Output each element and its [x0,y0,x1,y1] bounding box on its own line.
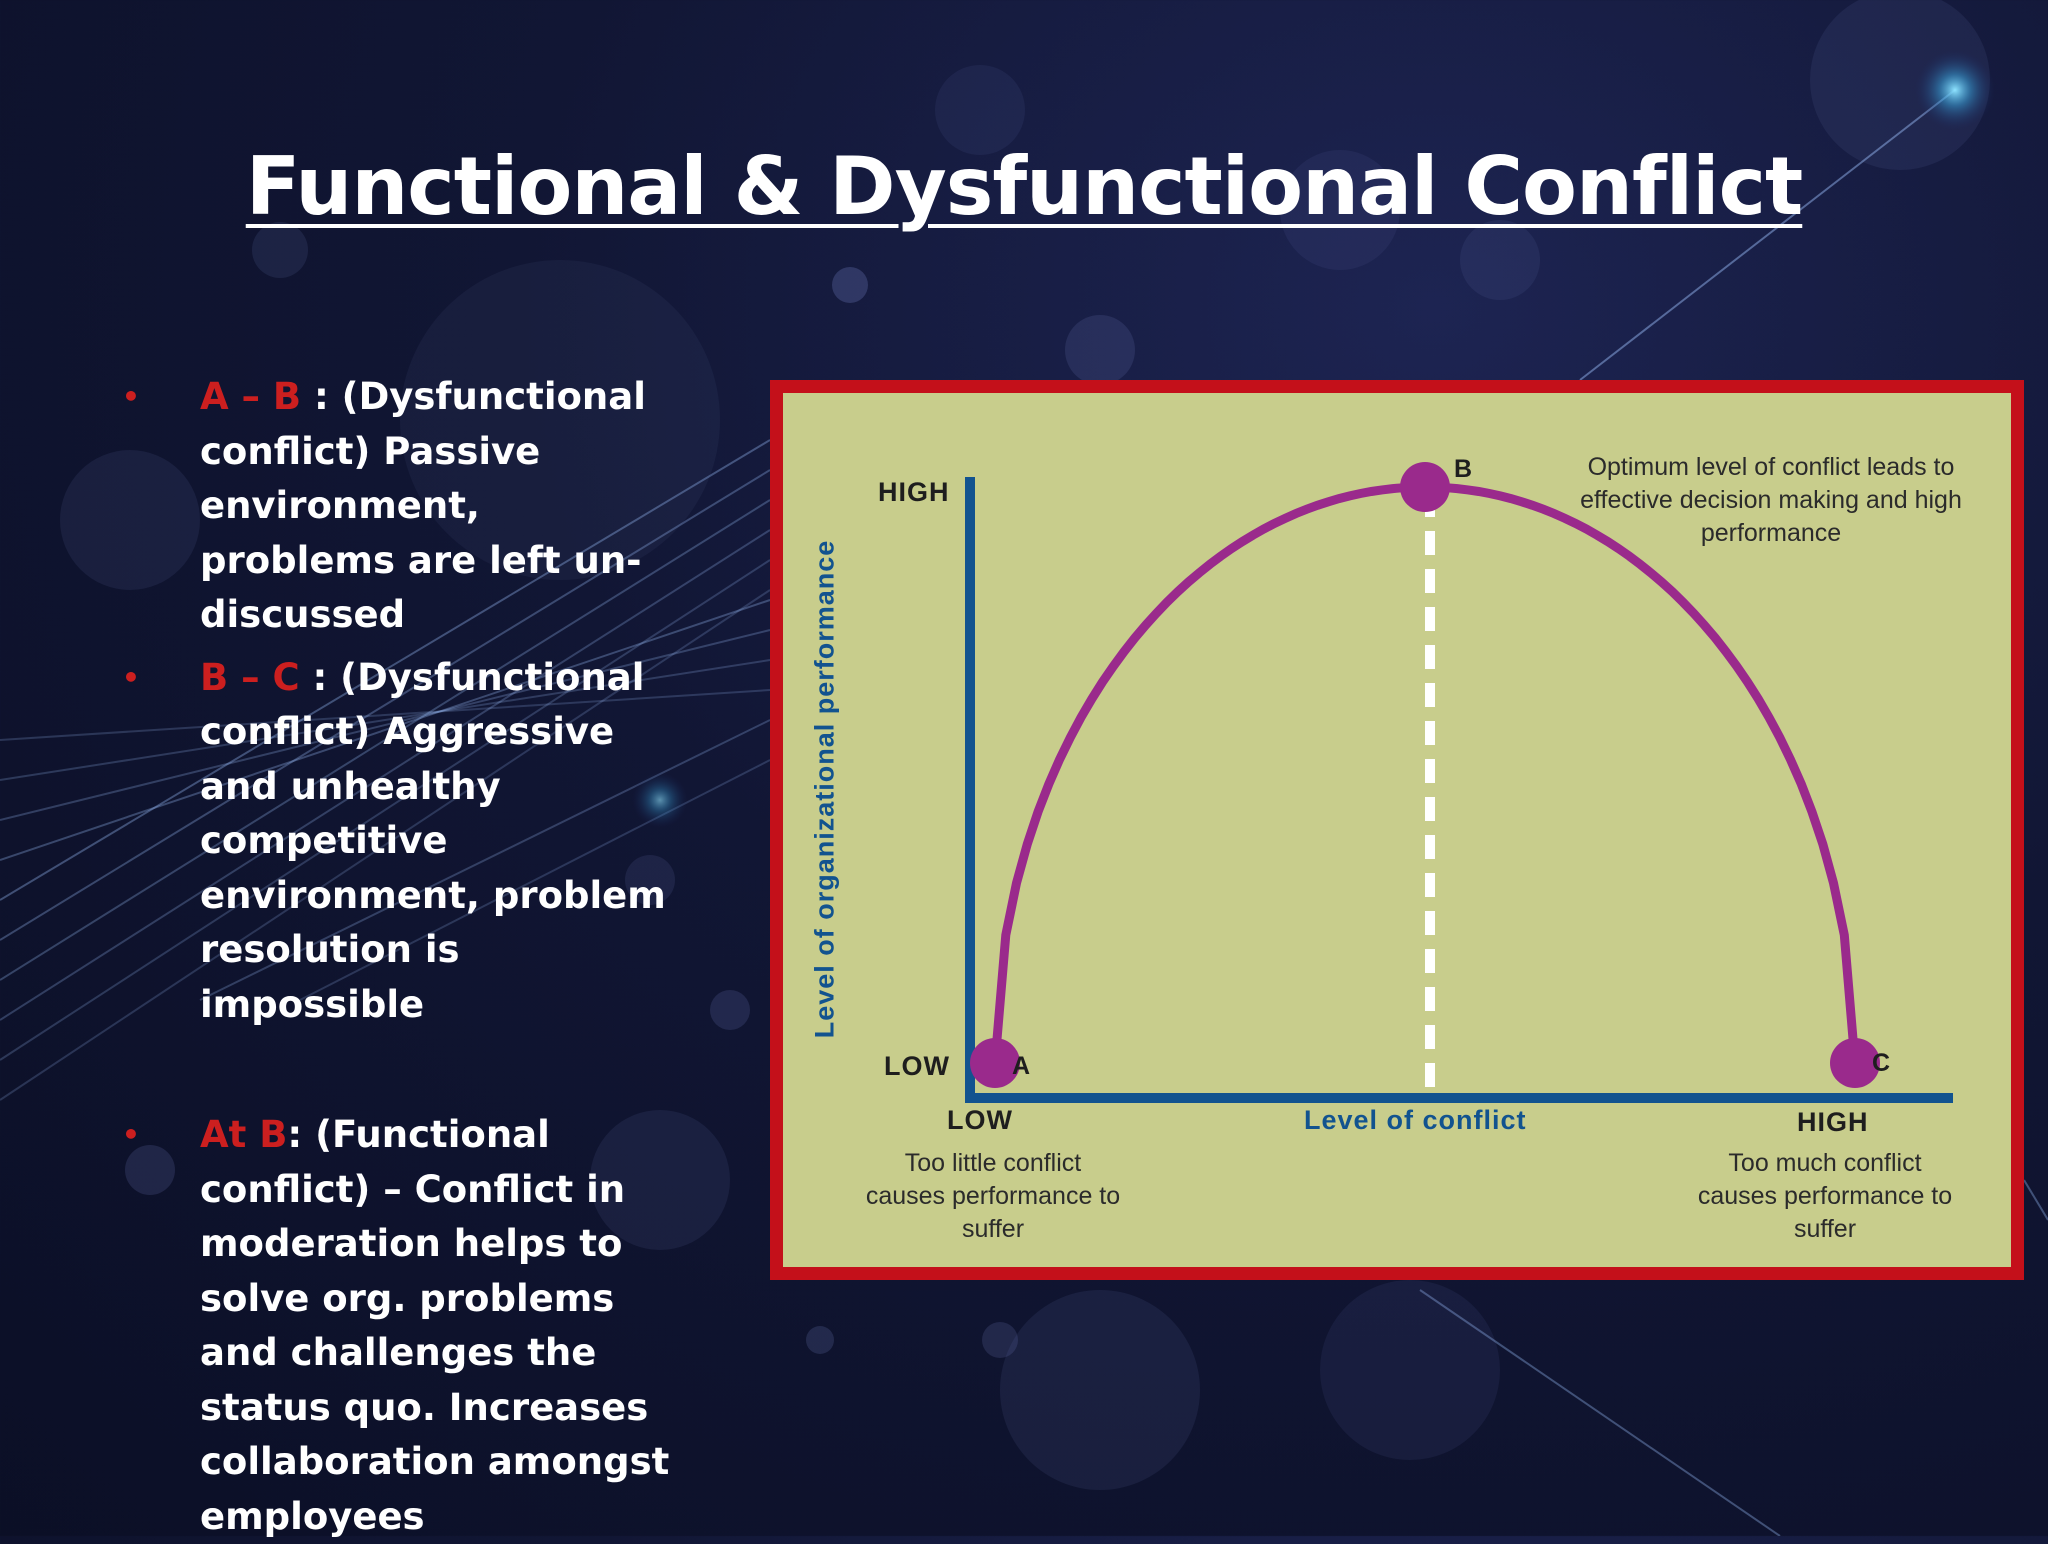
bullet-item: • A – B : (Dysfunctional conflict) Passi… [120,370,680,643]
conflict-performance-diagram: HIGH LOW Level of organizational perform… [770,380,2024,1280]
bullet-key: A – B [200,375,302,418]
y-low-label: LOW [884,1051,950,1081]
glow-spot-left [632,772,688,828]
bullet-item: • At B: (Functional conflict) – Conflict… [120,1108,680,1544]
bullet-item: • B – C : (Dysfunctional conflict) Aggre… [120,651,680,1033]
bullet-text: : (Dysfunctional conflict) Aggressive an… [200,655,666,1026]
light-streaks [0,89,2048,1536]
slide-title: Functional & Dysfunctional Conflict [245,140,1804,233]
optimum-note: Optimum level of conflict leads to effec… [1580,453,1962,547]
point-b-label: B [1454,455,1473,483]
diagram-canvas [965,462,1953,1103]
point-a-marker [970,1038,1020,1088]
point-c-label: C [1872,1049,1891,1077]
bokeh-circles [60,0,1990,1490]
x-low-label: LOW [947,1105,1013,1135]
y-axis-title: Level of organizational performance [809,539,840,1039]
y-high-label: HIGH [878,477,950,507]
x-axis-title: Level of conflict [1304,1105,1527,1135]
bullet-key: B – C [200,655,300,699]
bullet-key: At B [200,1113,288,1156]
bullet-marker: • [122,660,140,694]
bullet-text: : (Functional conflict) – Conflict in mo… [200,1113,670,1538]
point-c-marker [1830,1038,1880,1088]
high-conflict-note: Too much conflict causes performance to … [1697,1149,1953,1243]
bullet-list: • A – B : (Dysfunctional conflict) Passi… [120,370,680,1544]
x-high-label: HIGH [1797,1107,1869,1137]
bullet-marker: • [122,380,140,413]
bullet-text: : (Dysfunctional conflict) Passive envir… [200,375,646,636]
point-a-label: A [1012,1052,1031,1080]
glow-spot [1915,50,1995,130]
low-conflict-note: Too little conflict causes performance t… [865,1149,1121,1243]
point-b-marker [1400,462,1450,512]
bullet-marker: • [122,1118,140,1151]
